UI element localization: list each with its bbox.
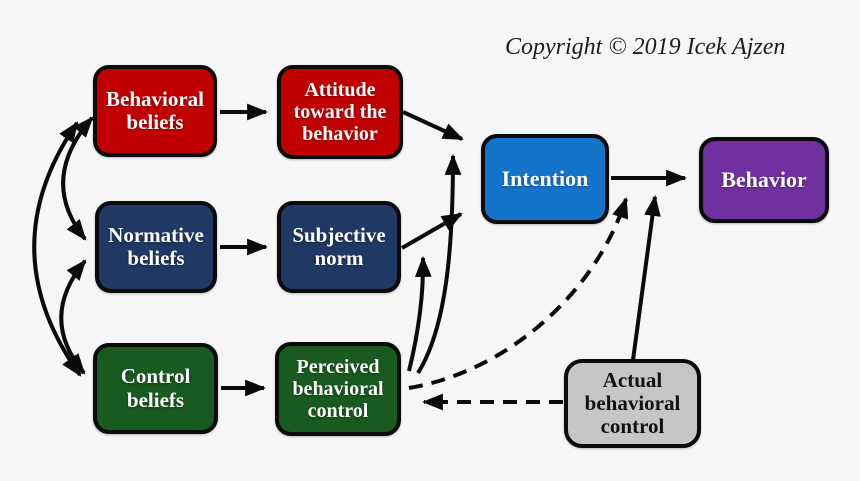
node-behavior: Behavior [699, 137, 829, 223]
node-label: Control beliefs [120, 364, 191, 412]
node-label: Normative beliefs [108, 222, 204, 270]
arrow-subjective-to-intention [401, 212, 463, 250]
node-label: Subjective norm [292, 222, 386, 270]
arrow-attitude-to-intention [402, 110, 464, 141]
node-label: Behavior [721, 166, 807, 192]
curve-behavioral-control [32, 121, 82, 377]
node-intention: Intention [481, 134, 609, 224]
node-label: Behavioral beliefs [106, 86, 204, 134]
copyright-text: Copyright © 2019 Icek Ajzen [505, 34, 786, 60]
curve-normative-control [59, 259, 87, 375]
node-control-beliefs: Control beliefs [93, 343, 218, 434]
node-behavioral-beliefs: Behavioral beliefs [93, 65, 217, 157]
node-label: Actual behavioral control [584, 367, 681, 439]
node-actual-behavioral-control: Actual behavioral control [564, 359, 701, 448]
curve-behavioral-normative [61, 116, 94, 241]
arrow-pbc-to-attitude-intention-link [416, 153, 462, 375]
node-perceived-behavioral-control: Perceived behavioral control [275, 342, 401, 436]
node-subjective-norm: Subjective norm [277, 201, 401, 293]
node-attitude-toward-behavior: Attitude toward the behavior [277, 65, 403, 159]
node-label: Perceived behavioral control [292, 356, 384, 422]
node-label: Intention [501, 165, 589, 191]
node-normative-beliefs: Normative beliefs [95, 201, 217, 293]
arrow-pbc-to-subjective-intention-link [407, 255, 432, 372]
node-label: Attitude toward the behavior [293, 79, 387, 145]
arrow-abc-to-intention-behavior-link [631, 194, 661, 361]
